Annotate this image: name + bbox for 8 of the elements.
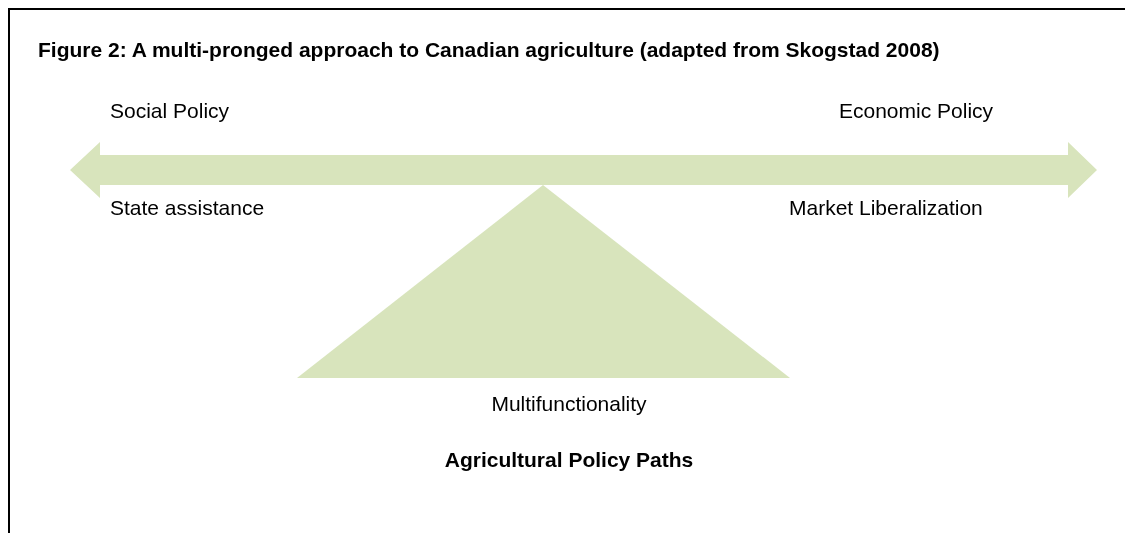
node-label: Multifunctionality [491,392,647,416]
axis-label: State assistance [110,196,265,220]
figure-title: Figure 2: A multi-pronged approach to Canadian agriculture (adapted from Skogstad 2008) [38,38,940,62]
axis-label: Economic Policy [839,99,994,123]
axis-label: Market Liberalization [789,196,983,220]
axis-label: Social Policy [110,99,230,123]
figure-subtitle: Agricultural Policy Paths [444,448,694,472]
fulcrum-triangle [297,185,790,378]
